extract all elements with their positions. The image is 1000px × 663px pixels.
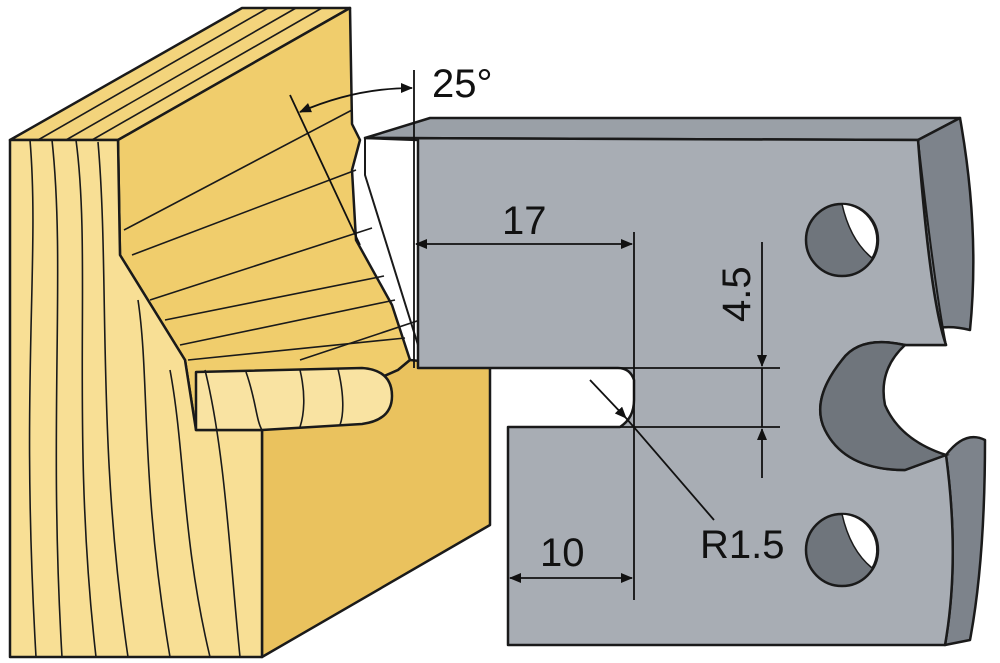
- width-upper-label: 17: [502, 199, 547, 243]
- dimension-lines: [289, 70, 780, 600]
- c-slot: [818, 340, 950, 472]
- cutter-edge-lines: [364, 138, 947, 346]
- dimension-labels: 25° 17 10 R1.5 4.5: [432, 62, 785, 575]
- cutter-top-edge: [363, 116, 962, 142]
- wood-bead: [194, 366, 394, 432]
- width-lower-label: 10: [540, 531, 585, 575]
- angle-label: 25°: [432, 62, 493, 106]
- wood-grain-end: [28, 139, 344, 658]
- height-step-label: 4.5: [715, 266, 759, 322]
- wood-grain-top: [37, 7, 481, 361]
- radius-label: R1.5: [700, 523, 785, 567]
- cutter-holes: [804, 202, 950, 588]
